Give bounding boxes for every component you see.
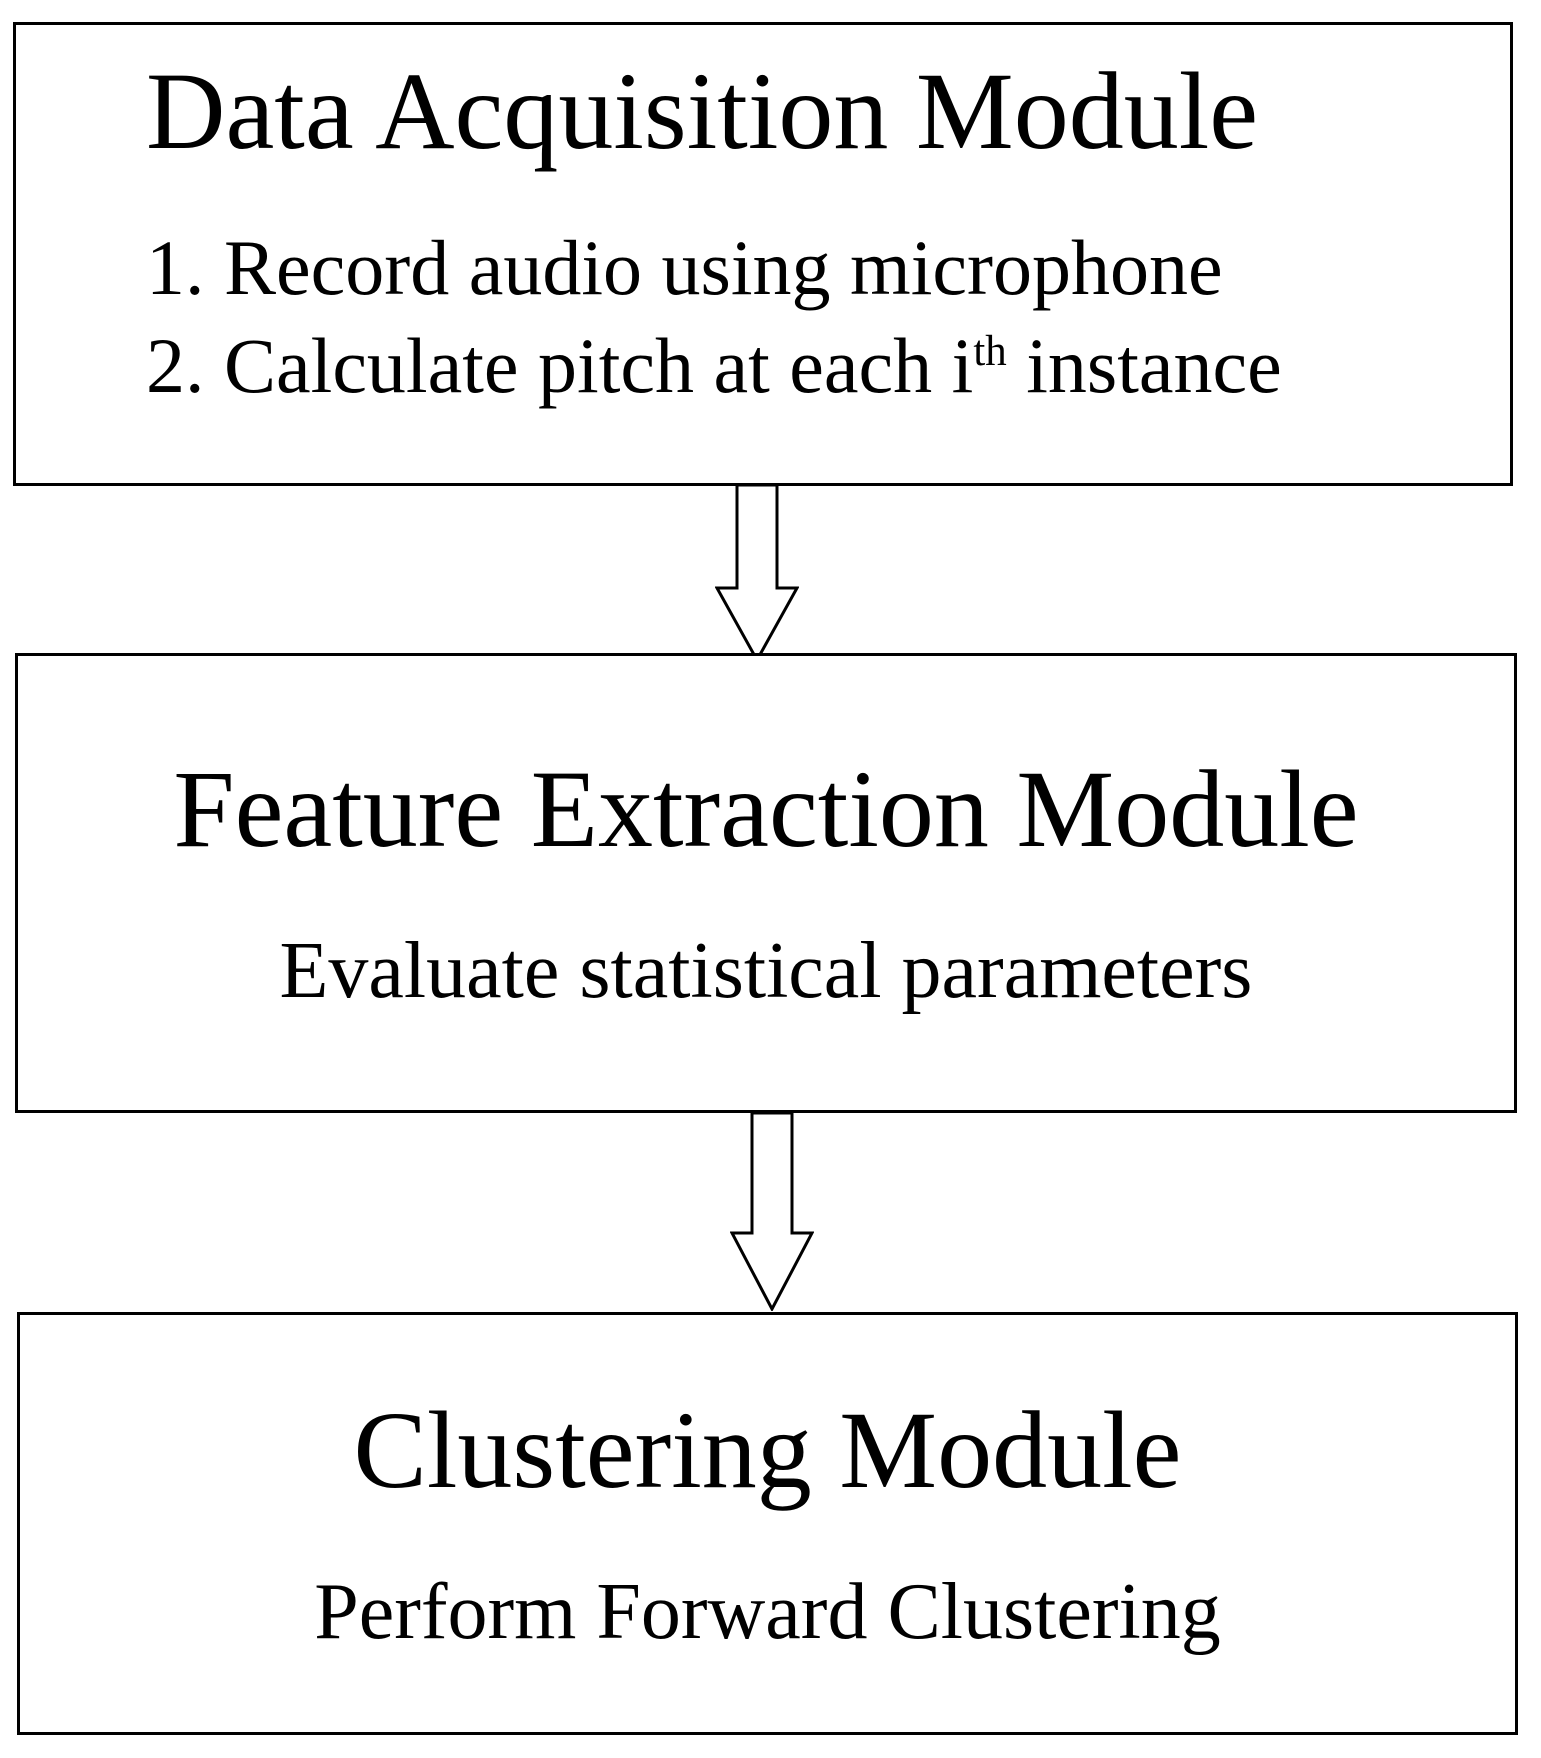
clustering-module-box: Clustering Module Perform Forward Cluste… (17, 1312, 1518, 1735)
step-record-audio: 1. Record audio using microphone (146, 224, 1223, 311)
down-arrow-icon (715, 484, 799, 662)
feature-extraction-subtitle: Evaluate statistical parameters (279, 927, 1253, 1015)
down-arrow-icon (730, 1112, 814, 1311)
step-calculate-pitch-suffix: instance (1006, 322, 1282, 410)
data-acquisition-steps: 1. Record audio using microphone 2. Calc… (146, 219, 1470, 416)
step-calculate-pitch: 2. Calculate pitch at each ith instance (146, 317, 1470, 415)
clustering-title: Clustering Module (353, 1388, 1182, 1511)
feature-extraction-title: Feature Extraction Module (173, 748, 1359, 870)
th-superscript: th (973, 328, 1007, 376)
data-acquisition-title: Data Acquisition Module (146, 50, 1259, 172)
step-calculate-pitch-text: 2. Calculate pitch at each i (146, 322, 974, 410)
data-acquisition-module-box: Data Acquisition Module 1. Record audio … (13, 22, 1513, 486)
clustering-subtitle: Perform Forward Clustering (314, 1567, 1221, 1656)
feature-extraction-module-box: Feature Extraction Module Evaluate stati… (15, 653, 1517, 1113)
